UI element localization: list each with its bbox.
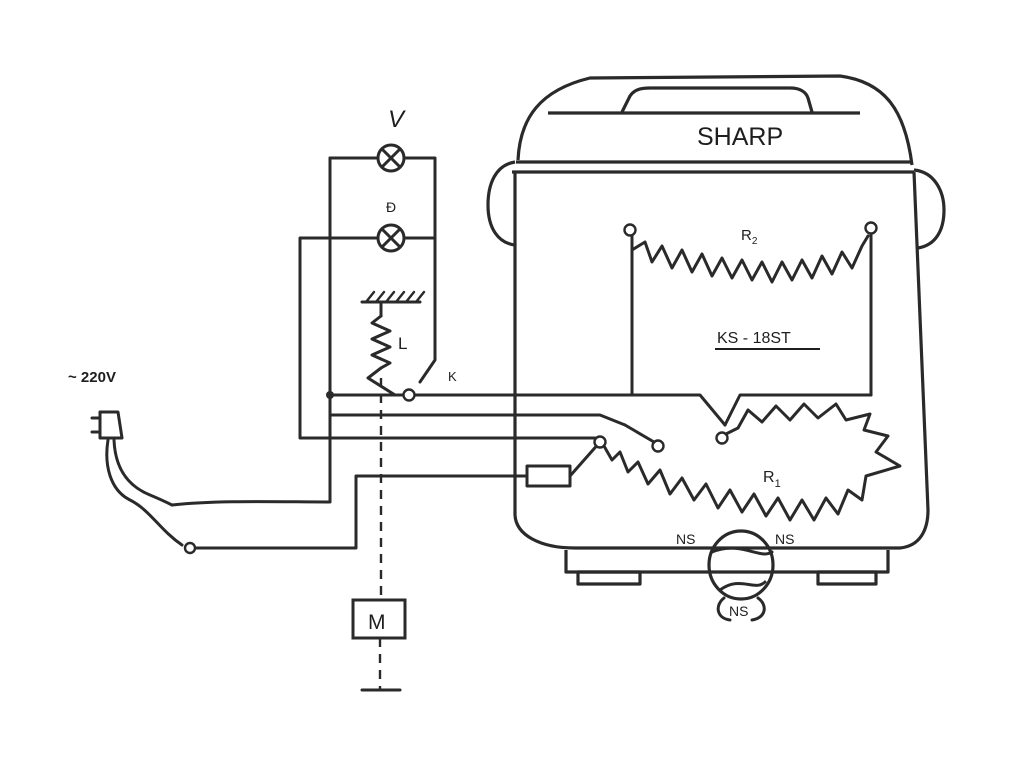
cooker-base [564,550,890,574]
solenoid-label: L [398,334,407,353]
heater-r1 [602,402,902,522]
r2-return [723,393,873,427]
motor-m [351,598,407,692]
power-plug [90,410,197,555]
ns-disc-detail [710,546,774,592]
wire-fuse-to-r1 [568,440,602,478]
cooker-pot-wall [513,171,930,550]
switch-contact-center [651,439,665,453]
lamp-d [376,223,406,253]
wire-outer-loop [298,236,597,440]
lamp-v [376,143,406,173]
labels: SHARP KS - 18ST ~ 220V V Đ L K R2 R1 M N… [68,106,820,634]
left-side-handle [486,160,516,247]
lid-handle [620,86,814,113]
rice-cooker-outline [486,74,946,586]
base-foot-left [576,570,642,586]
brand-label: SHARP [697,123,783,151]
ns-disc [707,529,775,601]
plug-cord [105,438,184,547]
ns-bottom-label: NS [729,603,748,619]
cooker-lid [516,74,914,166]
wire-plug-lower [188,474,527,550]
heater-r1-label: R1 [763,469,781,490]
internal-circuit [525,221,902,522]
wire-row-415 [328,413,627,427]
plug-cord-inner [112,438,174,507]
r2-node-right [864,221,878,235]
model-label: KS - 18ST [717,330,791,347]
switch-k-label: K [448,369,457,384]
plug-terminal [183,541,197,555]
motor-label: M [368,611,386,634]
ns-right-label: NS [775,531,794,547]
wire-row-395-right [412,393,727,427]
solenoid-l [360,290,426,600]
right-side-handle [913,168,946,250]
lamp-d-label: Đ [386,199,396,215]
junction-dot [326,391,334,399]
r1-node-left [593,435,607,449]
thermostat-ns [707,529,775,622]
wire-lamp-v-loop [328,156,437,384]
ns-left-label: NS [676,531,695,547]
wire-plug-upper [170,393,332,507]
base-foot-right [816,570,878,586]
lamp-v-label: V [388,106,406,133]
heater-r2-label: R2 [741,227,758,247]
ns-bracket [716,596,766,622]
thermal-fuse [525,464,572,488]
wiring [170,156,727,550]
r2-node-left [623,223,637,237]
supply-label: ~ 220V [68,369,116,386]
switch-blade [623,423,656,444]
r1-node-mid [715,431,729,445]
switch-k-node [402,388,416,402]
heater-r2 [630,234,870,284]
plug-head [98,410,124,440]
